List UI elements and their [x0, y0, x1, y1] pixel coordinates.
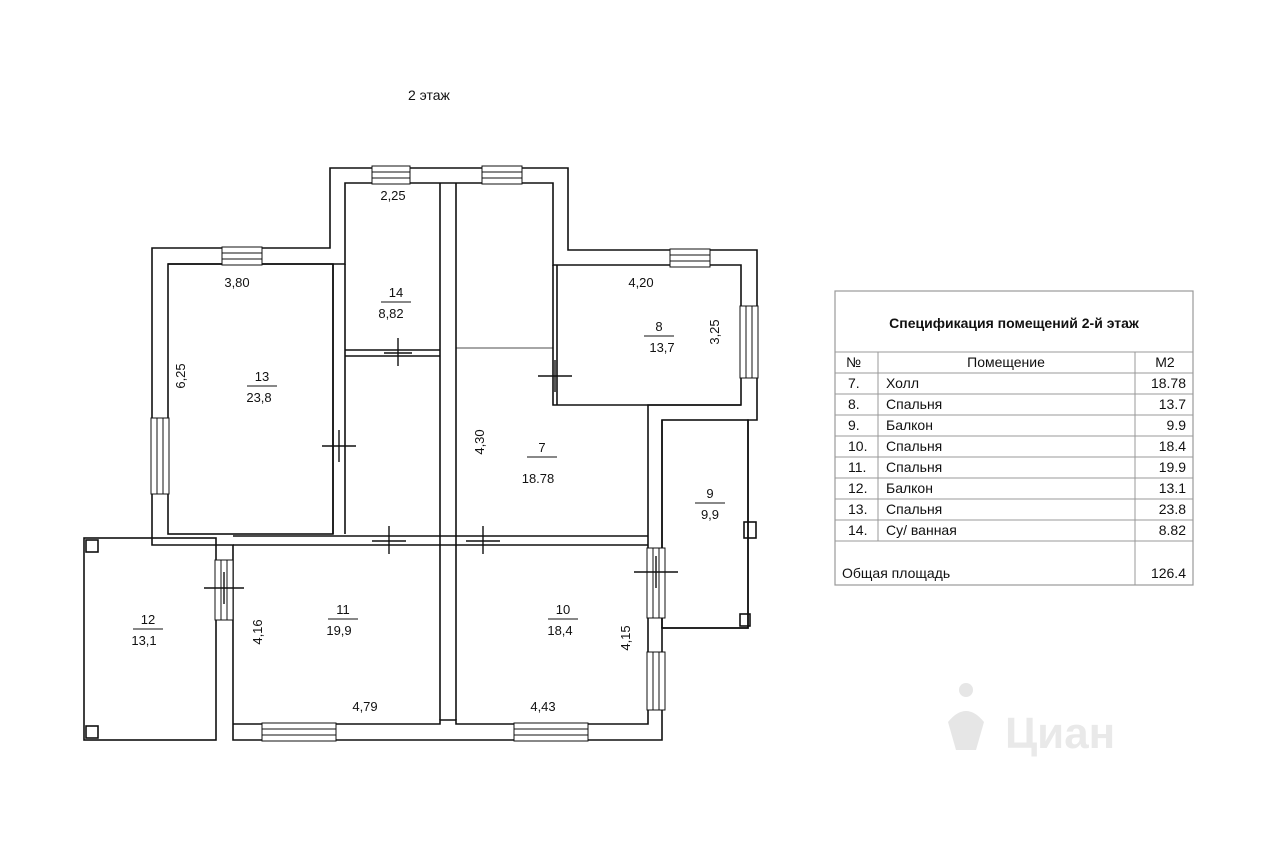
- dim-label: 4,15: [618, 625, 633, 650]
- plan-windows: [150, 165, 759, 742]
- watermark-logo: Циан: [948, 683, 1115, 758]
- spec-cell-room: Спальня: [886, 501, 942, 517]
- spec-cell-number: 13.: [848, 501, 867, 517]
- spec-cell-room: Спальня: [886, 396, 942, 412]
- dim-label: 4,43: [530, 699, 555, 714]
- spec-cell-area: 9.9: [1167, 417, 1187, 433]
- spec-cell-room: Су/ ванная: [886, 522, 957, 538]
- room-number: 14: [389, 285, 403, 300]
- room-labels: 14 8,82 13 23,8 8 13,7 7 18.78 9 9,9 12 …: [131, 285, 725, 648]
- room-number: 9: [706, 486, 713, 501]
- spec-title: Спецификация помещений 2-й этаж: [889, 315, 1140, 331]
- room-area: 18.78: [522, 471, 555, 486]
- spec-row: 7. Холл 18.78: [848, 375, 1186, 391]
- spec-cell-room: Спальня: [886, 459, 942, 475]
- dim-label: 3,80: [224, 275, 249, 290]
- dim-label: 6,25: [173, 363, 188, 388]
- spec-cell-area: 13.7: [1159, 396, 1186, 412]
- spec-cell-room: Спальня: [886, 438, 942, 454]
- spec-row: 10. Спальня 18.4: [848, 438, 1186, 454]
- spec-header-number: №: [846, 354, 861, 370]
- floor-title: 2 этаж: [408, 87, 451, 103]
- spec-header-room: Помещение: [967, 354, 1045, 370]
- spec-cell-number: 7.: [848, 375, 860, 391]
- dimension-labels: 2,25 3,80 6,25 4,20 3,25 4,30 4,16 4,79 …: [173, 188, 722, 714]
- spec-cell-area: 13.1: [1159, 480, 1186, 496]
- spec-cell-number: 14.: [848, 522, 867, 538]
- room-number: 12: [141, 612, 155, 627]
- room-area: 19,9: [326, 623, 351, 638]
- spec-cell-area: 18.78: [1151, 375, 1186, 391]
- spec-cell-area: 23.8: [1159, 501, 1186, 517]
- room-area: 13,7: [649, 340, 674, 355]
- spec-row: 9. Балкон 9.9: [848, 417, 1186, 433]
- spec-row: 8. Спальня 13.7: [848, 396, 1186, 412]
- spec-cell-room: Балкон: [886, 417, 933, 433]
- room-area: 13,1: [131, 633, 156, 648]
- dim-label: 4,16: [250, 619, 265, 644]
- room-14-label: 14 8,82: [378, 285, 411, 321]
- dim-label: 4,20: [628, 275, 653, 290]
- room-area: 18,4: [547, 623, 572, 638]
- spec-header-area: М2: [1155, 354, 1175, 370]
- spec-cell-number: 12.: [848, 480, 867, 496]
- spec-cell-room: Балкон: [886, 480, 933, 496]
- dim-label: 2,25: [380, 188, 405, 203]
- spec-cell-number: 8.: [848, 396, 860, 412]
- spec-cell-area: 8.82: [1159, 522, 1186, 538]
- room-10-label: 10 18,4: [547, 602, 578, 638]
- room-area: 8,82: [378, 306, 403, 321]
- room-area: 9,9: [701, 507, 719, 522]
- room-9-label: 9 9,9: [695, 486, 725, 522]
- dim-label: 4,79: [352, 699, 377, 714]
- room-11-label: 11 19,9: [326, 602, 358, 638]
- dim-label: 3,25: [707, 319, 722, 344]
- dim-label: 4,30: [472, 429, 487, 454]
- spec-row: 13. Спальня 23.8: [848, 501, 1186, 517]
- room-number: 11: [336, 602, 350, 617]
- spec-row: 14. Су/ ванная 8.82: [848, 522, 1186, 538]
- plan-doors: [204, 338, 678, 604]
- room-12-label: 12 13,1: [131, 612, 163, 648]
- room-number: 10: [556, 602, 570, 617]
- spec-total-label: Общая площадь: [842, 565, 950, 581]
- room-13-label: 13 23,8: [246, 369, 277, 405]
- room-area: 23,8: [246, 390, 271, 405]
- room-number: 13: [255, 369, 269, 384]
- room-number: 7: [538, 440, 545, 455]
- spec-table: Спецификация помещений 2-й этаж № Помеще…: [834, 290, 1194, 586]
- spec-cell-number: 9.: [848, 417, 860, 433]
- room-7-label: 7 18.78: [522, 440, 557, 486]
- spec-cell-area: 18.4: [1159, 438, 1186, 454]
- room-number: 8: [655, 319, 662, 334]
- spec-cell-number: 10.: [848, 438, 867, 454]
- watermark-text: Циан: [1005, 709, 1115, 758]
- spec-total-value: 126.4: [1151, 565, 1186, 581]
- spec-cell-room: Холл: [886, 375, 919, 391]
- spec-cell-number: 11.: [848, 459, 866, 475]
- spec-row: 12. Балкон 13.1: [848, 480, 1186, 496]
- spec-row: 11. Спальня 19.9: [848, 459, 1186, 475]
- spec-cell-area: 19.9: [1159, 459, 1186, 475]
- room-8-label: 8 13,7: [644, 319, 675, 355]
